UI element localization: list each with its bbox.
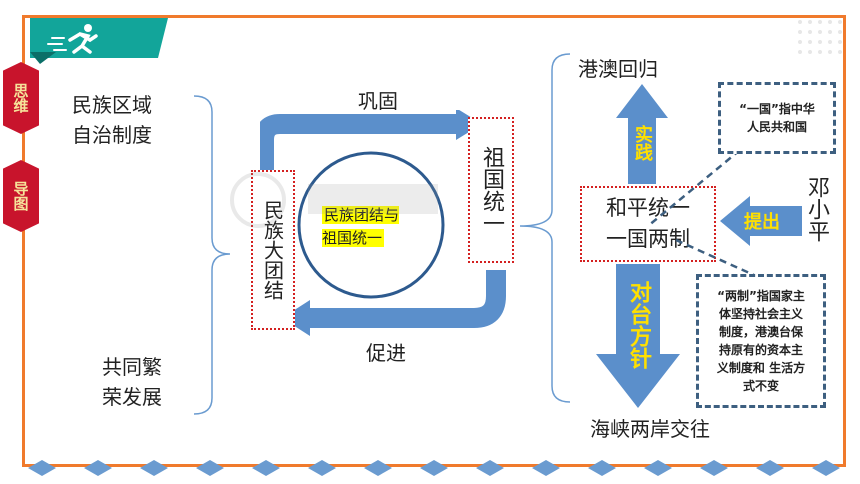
arrow-shijian [616, 84, 668, 184]
note-yiguo: “一国”指中华 人民共和国 [718, 82, 836, 154]
diamond-decoration [588, 460, 616, 476]
diamond-decoration [196, 460, 224, 476]
diamond-decoration [28, 460, 56, 476]
label-dengxiaoping: 邓小平 [804, 176, 829, 242]
label-gonggu: 巩固 [358, 89, 398, 113]
diamond-decoration [532, 460, 560, 476]
label-shijian: 实践 [632, 125, 653, 161]
label-minzu-quyu: 民族区域 自治制度 [72, 93, 152, 147]
watermark-logo [218, 160, 448, 240]
center-circle [297, 151, 445, 299]
diamond-decoration [252, 460, 280, 476]
label-cujin: 促进 [366, 341, 406, 365]
box-heping-tongyi: 和平统一 一国两制 [580, 186, 716, 262]
label-gongtong-fanrong: 共同繁 荣发展 [102, 355, 162, 409]
label-haixia: 海峡两岸交往 [590, 417, 710, 441]
diamond-decoration [476, 460, 504, 476]
label-tichu: 提出 [744, 212, 780, 233]
diamond-decoration [308, 460, 336, 476]
right-bracket [519, 53, 571, 403]
note-liangzhi: “两制”指国家主 体坚持社会主义 制度，港澳台保 持原有的资本主 义制度和 生活… [696, 274, 826, 408]
cycle-arrows [260, 110, 506, 336]
left-brackets [193, 95, 231, 415]
label-duitai-fangzhen: 对台方针 [626, 281, 651, 369]
diamond-decoration [84, 460, 112, 476]
diamond-border [28, 460, 840, 476]
diamond-decoration [140, 460, 168, 476]
dot-grid-decoration [798, 20, 842, 54]
diamond-decoration [756, 460, 784, 476]
runner-icon [30, 18, 168, 64]
header-badge [30, 18, 168, 64]
diamond-decoration [812, 460, 840, 476]
note-connectors [647, 149, 757, 278]
diamond-decoration [644, 460, 672, 476]
arrow-tichu [720, 196, 802, 246]
tag-siwei: 思维 [3, 62, 39, 134]
circle-text: 民族团结与 祖国统一 [322, 204, 400, 249]
diamond-decoration [364, 460, 392, 476]
box-minzu-datuanjie: 民族大团结 [251, 170, 295, 330]
tag-daotu: 导图 [3, 160, 39, 232]
arrow-duitai [596, 264, 680, 408]
diamond-decoration [700, 460, 728, 476]
label-gangao-huigui: 港澳回归 [578, 57, 658, 81]
diamond-decoration [420, 460, 448, 476]
box-zuguo-tongyi: 祖国统一 [468, 117, 514, 263]
